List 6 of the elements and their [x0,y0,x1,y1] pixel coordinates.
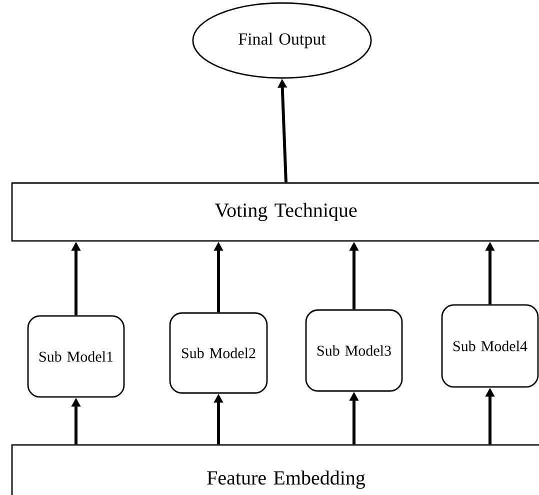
process-box: Voting Technique [11,182,539,242]
model-box: Sub Model4 [441,304,539,388]
model-box: Sub Model1 [27,315,125,398]
model-box: Sub Model3 [305,309,403,392]
model-box: Sub Model2 [169,312,268,394]
process-box: Feature Embedding [11,444,539,495]
